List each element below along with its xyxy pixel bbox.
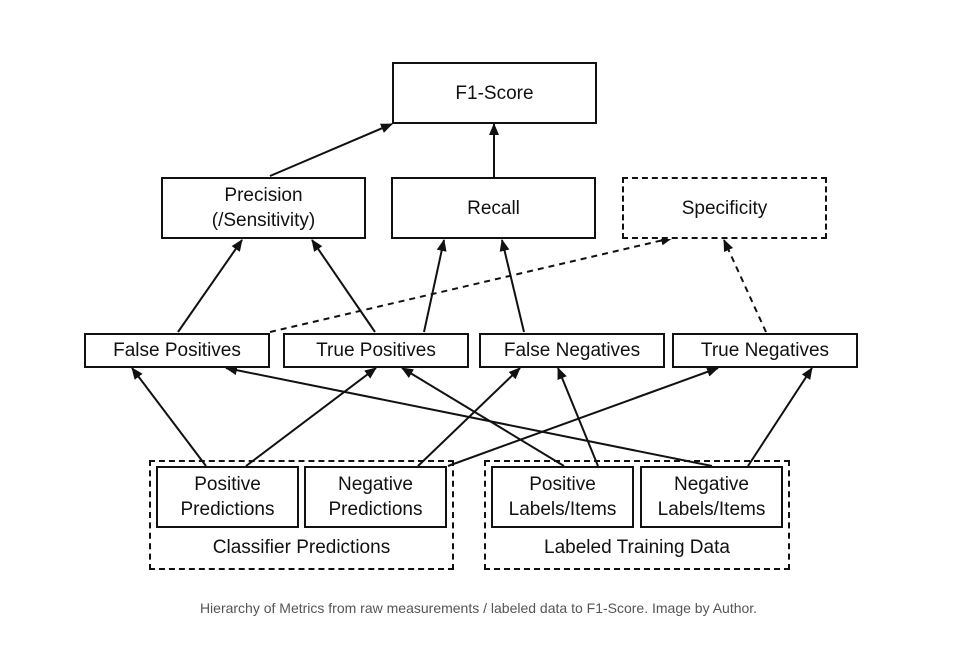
negative-predictions-label: Negative [338,474,413,495]
false-positives-box: False Positives [84,333,270,368]
precision-label: Precision [224,185,303,206]
arrow-positive-predictions-to-true-positives [245,367,377,467]
true-positives-box: True Positives [283,333,469,368]
arrow-false-negatives-to-recall [499,239,525,333]
true-negatives-label: True Negatives [700,340,830,361]
false-negatives-box: False Negatives [479,333,665,368]
recall-label: Recall [467,197,520,219]
classifier-predictions-label: Classifier Predictions [212,537,391,558]
specificity-label: Specificity [681,197,768,219]
true-positives-label: True Positives [316,340,436,361]
arrow-true-negatives-to-specificity [723,239,767,333]
labeled-training-data-group [484,460,790,570]
negative-predictions-sublabel: Predictions [328,499,423,520]
positive-labels-sublabel: Labels/Items [508,499,617,520]
f1-score-box: F1-Score [392,62,597,124]
labeled-training-data-label: Labeled Training Data [544,537,730,558]
recall-box: Recall [391,177,596,239]
precision-box: Precision (/Sensitivity) [161,177,366,239]
positive-predictions-label: Positive [194,474,261,495]
true-negatives-box: True Negatives [672,333,858,368]
negative-predictions-box: Negative Predictions [304,466,447,528]
arrow-false-positives-to-specificity [269,235,673,333]
classifier-predictions-group [149,460,454,570]
arrow-precision-to-f1 [269,123,393,177]
specificity-box: Specificity [622,177,827,239]
arrow-positive-labels-to-true-positives [401,367,565,467]
arrow-positive-predictions-to-false-positives [131,367,207,467]
arrow-true-positives-to-recall [423,239,447,333]
arrow-false-positives-to-precision [177,239,243,333]
positive-predictions-box: Positive Predictions [156,466,299,528]
f1-score-label: F1-Score [455,82,534,104]
negative-labels-sublabel: Labels/Items [657,499,766,520]
negative-labels-box: Negative Labels/Items [640,466,783,528]
figure-caption: Hierarchy of Metrics from raw measuremen… [199,600,758,616]
arrow-negative-labels-to-true-negatives [747,367,813,467]
negative-labels-label: Negative [674,474,749,495]
precision-sublabel: (/Sensitivity) [211,210,316,231]
positive-labels-box: Positive Labels/Items [491,466,634,528]
positive-predictions-sublabel: Predictions [180,499,275,520]
positive-labels-label: Positive [529,474,596,495]
arrow-negative-labels-to-false-positives [225,365,713,467]
false-positives-label: False Positives [113,340,241,361]
arrow-negative-predictions-to-true-negatives [447,367,719,467]
arrow-positive-labels-to-false-negatives [557,367,599,467]
arrow-true-positives-to-precision [311,239,376,333]
false-negatives-label: False Negatives [503,340,641,361]
